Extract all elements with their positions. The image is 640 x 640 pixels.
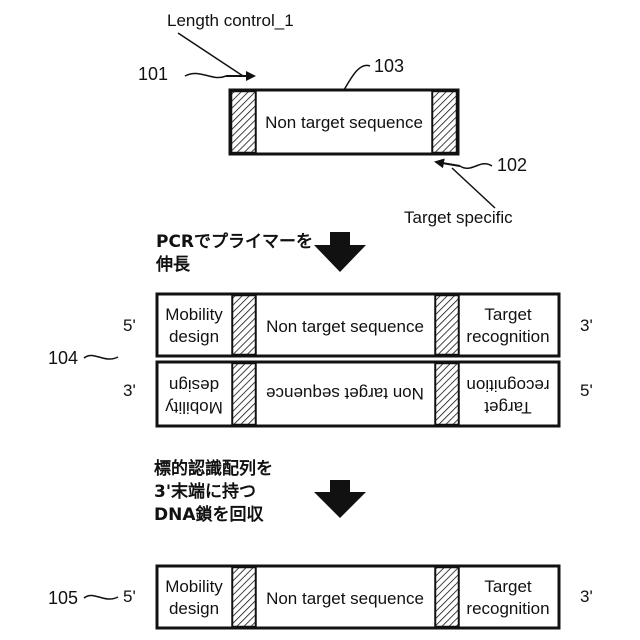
- upper-right-hatch: [436, 296, 459, 355]
- ref-101-leader: [185, 73, 226, 77]
- top-non-target-text: Non target sequence: [265, 113, 423, 132]
- upper-mobility-line2: design: [169, 327, 219, 346]
- lower-5-prime: 5': [580, 381, 593, 400]
- final-right-hatch: [436, 568, 459, 627]
- ref-102: 102: [497, 155, 527, 175]
- upper-mobility-line1: Mobility: [165, 305, 223, 324]
- upper-non-target-text: Non target sequence: [266, 317, 424, 336]
- upper-target-line2: recognition: [466, 327, 549, 346]
- lower-target-line2: recognition: [466, 376, 549, 395]
- lower-left-hatch: [233, 364, 256, 425]
- step1-line1: PCRでプライマーを: [156, 231, 313, 252]
- final-mobility-line2: design: [169, 599, 219, 618]
- final-3-prime: 3': [580, 587, 593, 606]
- ref-105: 105: [48, 588, 78, 608]
- ref-102-leader: [460, 164, 492, 169]
- step2-line1: 標的認識配列を: [154, 458, 273, 479]
- target-specific-leader: [452, 168, 495, 208]
- ref-105-leader: [84, 595, 118, 599]
- ref-104: 104: [48, 348, 78, 368]
- final-left-hatch: [233, 568, 256, 627]
- ref-101: 101: [138, 64, 168, 84]
- upper-left-hatch: [233, 296, 256, 355]
- final-non-target-text: Non target sequence: [266, 589, 424, 608]
- length-control-leader: [178, 33, 243, 76]
- final-target-line1: Target: [484, 577, 532, 596]
- ref-103-leader: [344, 65, 370, 90]
- length-control-label: Length control_1: [167, 11, 294, 30]
- ref-103: 103: [374, 56, 404, 76]
- top-right-hatch: [433, 92, 457, 153]
- target-specific-label: Target specific: [404, 208, 513, 227]
- step1-down-arrow: [314, 232, 366, 272]
- step2-line3: DNA鎖を回収: [154, 504, 264, 525]
- ref-104-leader: [84, 355, 118, 359]
- upper-3-prime: 3': [580, 316, 593, 335]
- step2-down-arrow: [314, 480, 366, 518]
- top-left-hatch: [232, 92, 256, 153]
- lower-non-target-text: Non target sequence: [266, 384, 424, 403]
- ref-102-arrow: [436, 162, 460, 166]
- lower-right-hatch: [436, 364, 459, 425]
- step1-line2: 伸長: [155, 254, 191, 275]
- upper-target-line1: Target: [484, 305, 532, 324]
- final-mobility-line1: Mobility: [165, 577, 223, 596]
- lower-mobility-line1: Mobility: [165, 398, 223, 417]
- upper-5-prime: 5': [123, 316, 136, 335]
- final-target-line2: recognition: [466, 599, 549, 618]
- step2-line2: 3'末端に持つ: [154, 481, 256, 502]
- lower-target-line1: Target: [484, 398, 532, 417]
- final-5-prime: 5': [123, 587, 136, 606]
- lower-mobility-line2: design: [169, 376, 219, 395]
- lower-3-prime: 3': [123, 381, 136, 400]
